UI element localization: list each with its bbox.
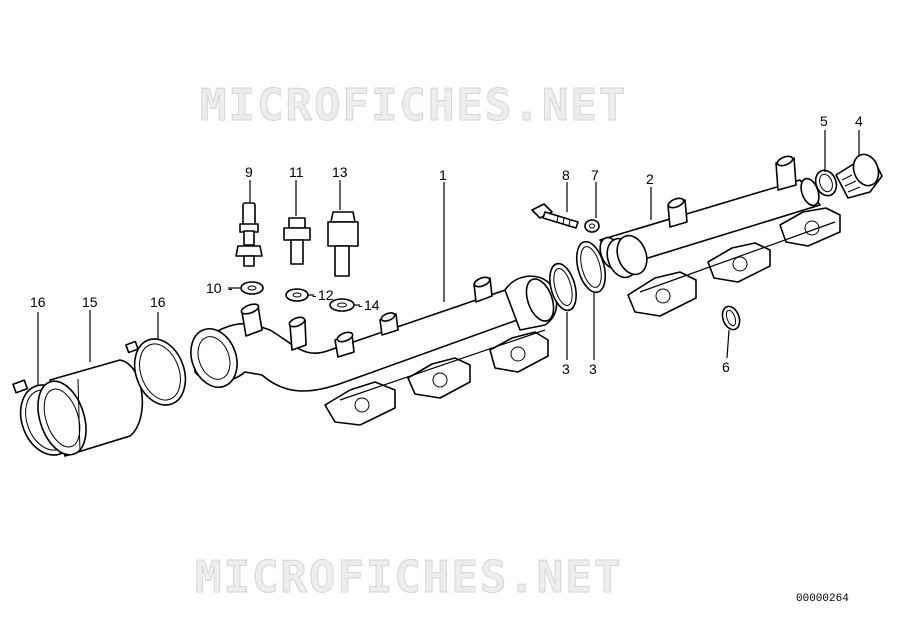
temperature-sensor-11 xyxy=(283,217,311,265)
watermark-bottom: MICROFICHES.NET xyxy=(195,552,622,603)
washer-12 xyxy=(285,288,309,302)
callout-7: 7 xyxy=(591,167,599,183)
callout-13: 13 xyxy=(332,164,348,180)
watermark-top: MICROFICHES.NET xyxy=(200,80,627,131)
callout-3b: 3 xyxy=(589,361,597,377)
document-number: 00000264 xyxy=(796,593,849,605)
callout-12: 12 xyxy=(318,287,334,303)
o-ring-6 xyxy=(721,305,741,331)
clamp-16-right xyxy=(125,338,187,406)
temperature-sensor-13 xyxy=(327,211,359,277)
seal-ring-3a xyxy=(549,262,577,312)
callout-3a: 3 xyxy=(562,361,570,377)
callout-8: 8 xyxy=(562,167,570,183)
o-ring-5 xyxy=(814,169,838,197)
hose-15 xyxy=(37,359,144,457)
banjo-bolt-9 xyxy=(235,202,263,267)
callout-11: 11 xyxy=(289,164,304,180)
washer-10 xyxy=(240,281,264,295)
washer-7 xyxy=(584,219,600,233)
bolt-8 xyxy=(531,203,579,229)
callout-15: 15 xyxy=(82,294,98,310)
end-fitting-4 xyxy=(835,153,883,199)
washer-14 xyxy=(329,298,355,312)
callout-10: 10 xyxy=(206,280,222,296)
callout-16b: 16 xyxy=(150,294,166,310)
callout-5: 5 xyxy=(820,113,828,129)
fuel-rail-rear xyxy=(599,155,841,317)
callout-6: 6 xyxy=(722,359,730,375)
callout-1: 1 xyxy=(439,167,447,183)
callout-2: 2 xyxy=(646,171,654,187)
leader-lines xyxy=(37,130,860,386)
callout-9: 9 xyxy=(245,164,253,180)
callout-14-dash: - xyxy=(358,297,363,313)
callouts: 1 2 3 3 4 5 6 7 8 9 10 11 12 13 14 15 16… xyxy=(30,113,863,377)
callout-10-dash: - xyxy=(228,280,233,296)
callout-12-dash: - xyxy=(312,287,317,303)
fuel-rail-front xyxy=(190,275,558,426)
callout-16a: 16 xyxy=(30,294,46,310)
callout-4: 4 xyxy=(855,113,863,129)
seal-ring-3b xyxy=(575,240,607,294)
callout-14: 14 xyxy=(364,297,380,313)
